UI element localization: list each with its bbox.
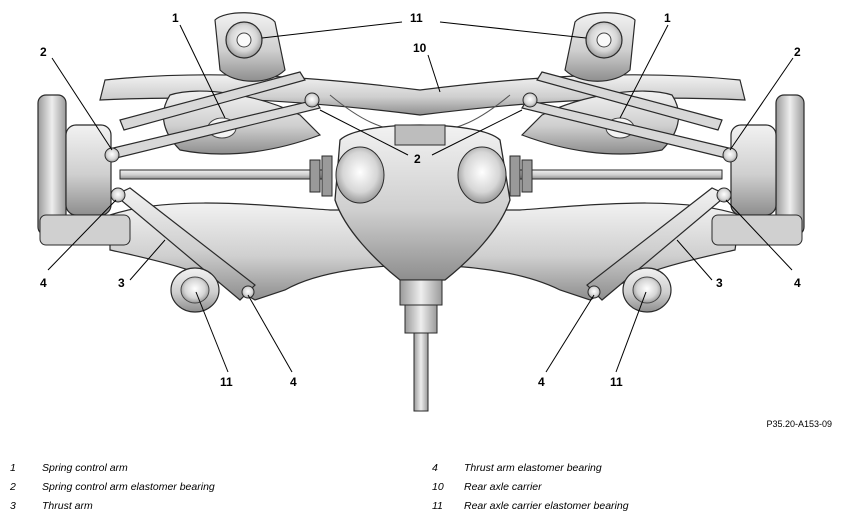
leader-lines <box>47 21 794 373</box>
thrust-arm-right <box>586 187 729 301</box>
callout-1-left: 1 <box>172 11 179 25</box>
legend-text: Thrust arm elastomer bearing <box>464 462 602 474</box>
elastomer-bearings <box>104 92 738 299</box>
legend-text: Spring control arm <box>42 462 128 474</box>
upper-links <box>104 71 738 161</box>
legend-number: 1 <box>10 462 16 474</box>
carrier-tower-right <box>564 12 636 82</box>
legend: 1 Spring control arm 2 Spring control ar… <box>0 462 842 522</box>
callout-2-right: 2 <box>794 45 801 59</box>
legend-text: Rear axle carrier <box>464 481 542 493</box>
callout-11-bottom-left: 11 <box>220 375 233 389</box>
figure-reference: P35.20-A153-09 <box>766 419 832 429</box>
propeller-shaft <box>399 279 443 412</box>
legend-text: Rear axle carrier elastomer bearing <box>464 500 629 512</box>
legend-number: 4 <box>432 462 438 474</box>
thrust-arm-left <box>113 187 256 301</box>
carrier-bearing-left <box>170 267 220 313</box>
callout-4-left: 4 <box>40 276 47 290</box>
callout-1-right: 1 <box>664 11 671 25</box>
callouts: 11 1 1 2 2 10 2 4 4 3 3 11 11 4 4 <box>40 11 801 389</box>
wheel-hub-right <box>711 94 805 246</box>
drive-shafts <box>119 155 723 197</box>
wheel-hub-left <box>37 94 131 246</box>
callout-11-top: 11 <box>410 11 423 25</box>
legend-number: 10 <box>432 481 444 493</box>
callout-4-bottom-left: 4 <box>290 375 297 389</box>
carrier-bearing-right <box>622 267 672 313</box>
callout-3-left: 3 <box>118 276 125 290</box>
callout-10: 10 <box>413 41 427 55</box>
callout-2-left: 2 <box>40 45 47 59</box>
callout-2-center: 2 <box>414 152 421 166</box>
legend-text: Spring control arm elastomer bearing <box>42 481 215 493</box>
callout-3-right: 3 <box>716 276 723 290</box>
legend-number: 11 <box>432 500 443 512</box>
differential <box>334 124 511 281</box>
legend-number: 3 <box>10 500 16 512</box>
legend-text: Thrust arm <box>42 500 93 512</box>
callout-11-bottom-right: 11 <box>610 375 623 389</box>
callout-4-bottom-right: 4 <box>538 375 545 389</box>
carrier-tower-left <box>214 12 286 82</box>
axle-illustration: 11 1 1 2 2 10 2 4 4 3 3 11 11 4 4 <box>37 11 805 412</box>
callout-4-right: 4 <box>794 276 801 290</box>
legend-number: 2 <box>10 481 16 493</box>
